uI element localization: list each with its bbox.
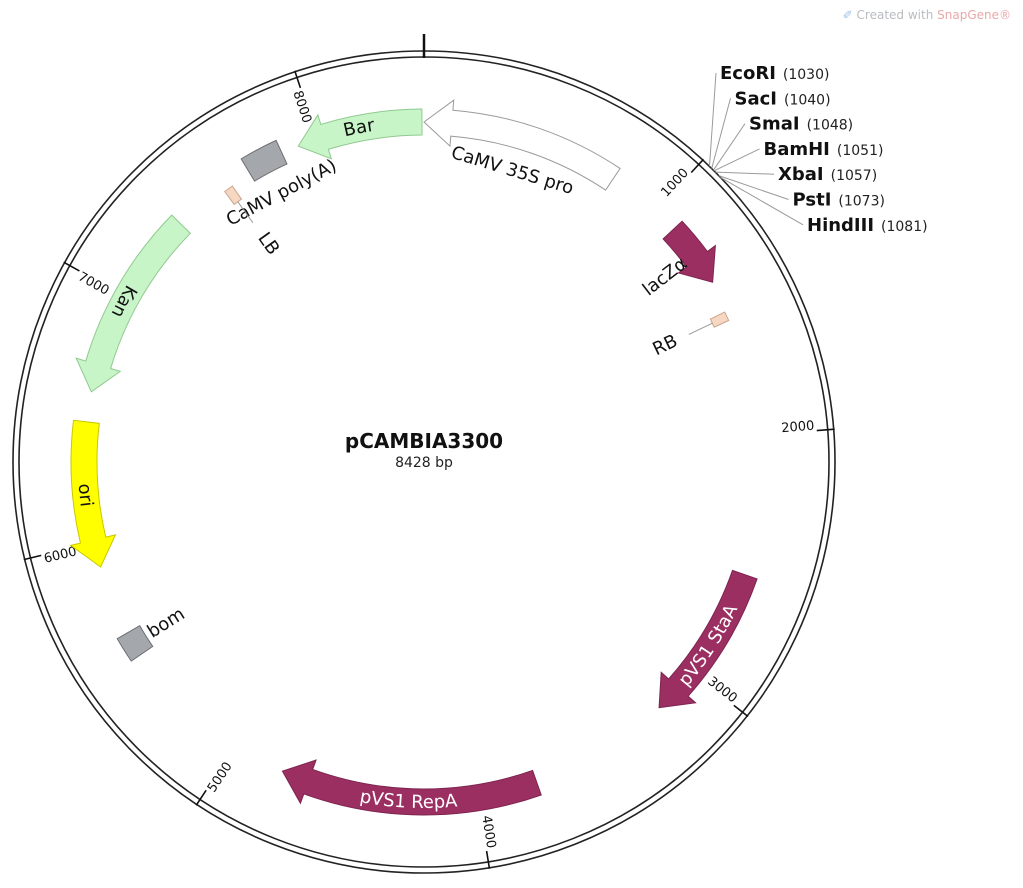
- site-name: PstI(1073): [793, 190, 885, 211]
- feature-lacza[interactable]: lacZα: [639, 220, 716, 300]
- tick-mark: [63, 261, 80, 272]
- lacza-arrow-shape: [662, 220, 716, 283]
- feature-camv35s[interactable]: CaMV 35S pro: [423, 99, 621, 199]
- site-leader-line: [713, 148, 760, 172]
- tick-label: 3000: [705, 674, 740, 706]
- rb-label: RB: [649, 330, 681, 360]
- site-saci[interactable]: SacI(1040): [711, 88, 831, 169]
- bom-box-shape: [116, 625, 154, 662]
- feature-kan[interactable]: Kan: [75, 214, 191, 393]
- lb-leader-line: [237, 201, 254, 224]
- plasmid-backbone: [12, 34, 836, 874]
- plasmid-name: pCAMBIA3300: [345, 429, 503, 453]
- watermark-prefix: Created with: [856, 8, 938, 22]
- ori-label: ori: [74, 483, 97, 508]
- site-name: XbaI(1057): [778, 164, 877, 185]
- site-name: SmaI(1048): [749, 114, 853, 135]
- tick-label: 7000: [75, 270, 111, 299]
- site-leader-line: [708, 72, 717, 167]
- watermark-brand: SnapGene®: [937, 8, 1011, 22]
- tick-label: 8000: [289, 89, 314, 125]
- feature-ori[interactable]: ori: [69, 419, 117, 568]
- tick-mark: [816, 428, 835, 432]
- site-leader-line: [718, 175, 789, 200]
- site-leader-line: [715, 171, 775, 175]
- feature-bom[interactable]: bom: [116, 604, 189, 662]
- site-name: HindIII(1081): [807, 215, 928, 236]
- bar-arrow-shape: [297, 108, 423, 160]
- site-bamhi[interactable]: BamHI(1051): [713, 139, 884, 172]
- snapgene-logo-icon: ✐: [842, 8, 853, 22]
- site-name: EcoRI(1030): [720, 63, 829, 84]
- tick-mark: [690, 158, 705, 174]
- feature-bar[interactable]: Bar: [297, 108, 423, 160]
- site-ecori[interactable]: EcoRI(1030): [708, 63, 829, 167]
- lb-label: LB: [253, 229, 283, 259]
- site-leader-line: [720, 176, 804, 226]
- tick-label: 4000: [478, 814, 498, 849]
- tick-mark: [733, 704, 749, 718]
- restriction-sites: EcoRI(1030) SacI(1040) SmaI(1048) BamHI(105…: [708, 63, 928, 236]
- camv35s-arrow-shape: [423, 99, 621, 191]
- lacza-label: lacZα: [639, 253, 692, 300]
- site-leader-line: [713, 123, 746, 171]
- ori-arrow-shape: [69, 419, 117, 568]
- tick-label: 5000: [205, 759, 236, 795]
- tick-label: 6000: [43, 544, 79, 566]
- tick-mark: [293, 70, 302, 89]
- camvpolya-box-shape: [240, 139, 288, 182]
- site-psti[interactable]: PstI(1073): [718, 175, 885, 211]
- tick-mark: [195, 789, 207, 806]
- kan-arrow-shape: [75, 214, 191, 393]
- rb-leader-line: [688, 322, 713, 335]
- tick-mark: [485, 850, 491, 869]
- feature-rb[interactable]: RB: [649, 311, 730, 360]
- site-smai[interactable]: SmaI(1048): [713, 114, 853, 171]
- tick-label: 1000: [658, 166, 691, 200]
- lb-border-shape: [223, 185, 243, 206]
- plasmid-length: 8428 bp: [395, 455, 453, 471]
- pvs1repa-arrow-shape: [281, 759, 542, 816]
- tick-label: 2000: [781, 419, 815, 437]
- feature-pvs1repa[interactable]: pVS1 RepA: [281, 759, 542, 816]
- tick-mark: [23, 554, 42, 561]
- bom-label: bom: [144, 604, 189, 643]
- pvs1staa-arrow-shape: [658, 569, 758, 709]
- snapgene-watermark: ✐ Created with SnapGene®: [843, 8, 1011, 22]
- site-xbai[interactable]: XbaI(1057): [715, 164, 877, 185]
- site-leader-line: [711, 98, 731, 169]
- site-name: BamHI(1051): [764, 139, 884, 160]
- site-name: SacI(1040): [735, 88, 831, 109]
- site-hindiii[interactable]: HindIII(1081): [720, 176, 928, 236]
- pvs1staa-label: pVS1 StaA: [674, 601, 742, 691]
- rb-border-shape: [709, 311, 730, 328]
